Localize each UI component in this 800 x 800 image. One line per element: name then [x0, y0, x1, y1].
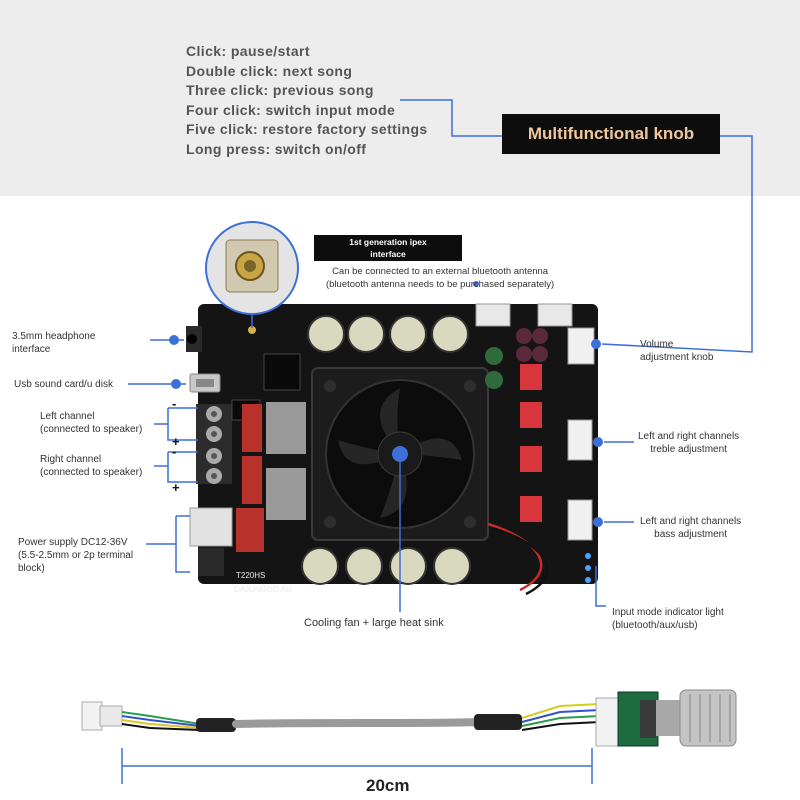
- ipex-badge-line: 1st generation ipex: [349, 237, 427, 247]
- label-line: (bluetooth/aux/usb): [612, 620, 698, 631]
- label-line: Input mode indicator light: [612, 607, 724, 618]
- power-label: Power supply DC12-36V (5.5-2.5mm or 2p t…: [18, 536, 133, 575]
- instruction-line: Five click: restore factory settings: [186, 121, 428, 138]
- terminal-sign: -: [172, 444, 176, 459]
- fan-label: Cooling fan + large heat sink: [304, 617, 444, 629]
- headphone-label: 3.5mm headphone interface: [12, 330, 95, 356]
- label-line: (connected to speaker): [40, 467, 143, 478]
- knob-title-badge: Multifunctional knob: [502, 114, 720, 154]
- instruction-line: Three click: previous song: [186, 82, 374, 99]
- label-line: adjustment knob: [640, 352, 714, 363]
- amplifier-board: [186, 303, 598, 596]
- bass-connector: [567, 499, 593, 541]
- speaker-terminals: [196, 404, 232, 484]
- treble-label: Left and right channels treble adjustmen…: [638, 430, 739, 456]
- top-band: [0, 0, 800, 196]
- right-channel-label: Right channel (connected to speaker): [40, 453, 142, 479]
- label-line: Left and right channels: [638, 431, 740, 442]
- terminal-sign: +: [172, 480, 180, 495]
- instruction-line: Double click: next song: [186, 62, 353, 79]
- bottom-capacitors: [301, 547, 471, 585]
- callout-dots: [169, 281, 603, 527]
- ipex-desc-line: Can be connected to an external bluetoot…: [332, 266, 549, 277]
- volume-connector: [567, 327, 595, 365]
- board-brand: DAJUNGUO AU: [234, 585, 292, 594]
- instruction-line: Click: pause/start: [186, 43, 310, 59]
- label-line: Right channel: [40, 454, 102, 465]
- ipex-description: Can be connected to an external bluetoot…: [326, 265, 554, 291]
- terminal-sign: +: [172, 434, 180, 449]
- volume-label: Volume adjustment knob: [640, 338, 713, 364]
- cable-length-label: 20cm: [366, 776, 410, 795]
- bass-label: Left and right channels bass adjustment: [640, 515, 741, 541]
- knob-cable: [81, 689, 737, 747]
- instruction-line: Long press: switch on/off: [186, 140, 367, 157]
- label-line: treble adjustment: [650, 444, 727, 455]
- treble-connector: [567, 419, 593, 461]
- usb-label: Usb sound card/u disk: [14, 379, 113, 390]
- label-line: Power supply DC12-36V: [18, 537, 128, 548]
- ipex-desc-line: (bluetooth antenna needs to be purchased…: [326, 279, 555, 290]
- dimension-line: [121, 748, 593, 784]
- label-line: Left and right channels: [640, 516, 742, 527]
- terminal-sign: -: [172, 396, 176, 411]
- ipex-badge: 1st generation ipex interface: [314, 235, 462, 261]
- label-line: Left channel: [40, 411, 95, 422]
- top-capacitors: [307, 315, 469, 353]
- label-line: block): [18, 563, 45, 574]
- instruction-line: Four click: switch input mode: [186, 101, 396, 118]
- left-channel-label: Left channel (connected to speaker): [40, 410, 142, 436]
- callouts: [128, 99, 753, 612]
- ipex-magnifier: [205, 221, 299, 328]
- indicator-leds: [585, 553, 591, 583]
- board-model: T220HS: [236, 571, 265, 580]
- volume-knob: [679, 689, 737, 747]
- label-line: Volume: [640, 339, 674, 350]
- knob-instructions: Click: pause/start Double click: next so…: [186, 42, 428, 160]
- ipex-badge-line: interface: [370, 249, 406, 259]
- indicator-label: Input mode indicator light (bluetooth/au…: [612, 606, 724, 632]
- label-line: 3.5mm headphone: [12, 331, 96, 342]
- label-line: (5.5-2.5mm or 2p terminal: [18, 550, 134, 561]
- label-line: bass adjustment: [654, 529, 727, 540]
- dc-jack: [189, 507, 233, 547]
- label-line: (connected to speaker): [40, 424, 143, 435]
- label-line: interface: [12, 344, 51, 355]
